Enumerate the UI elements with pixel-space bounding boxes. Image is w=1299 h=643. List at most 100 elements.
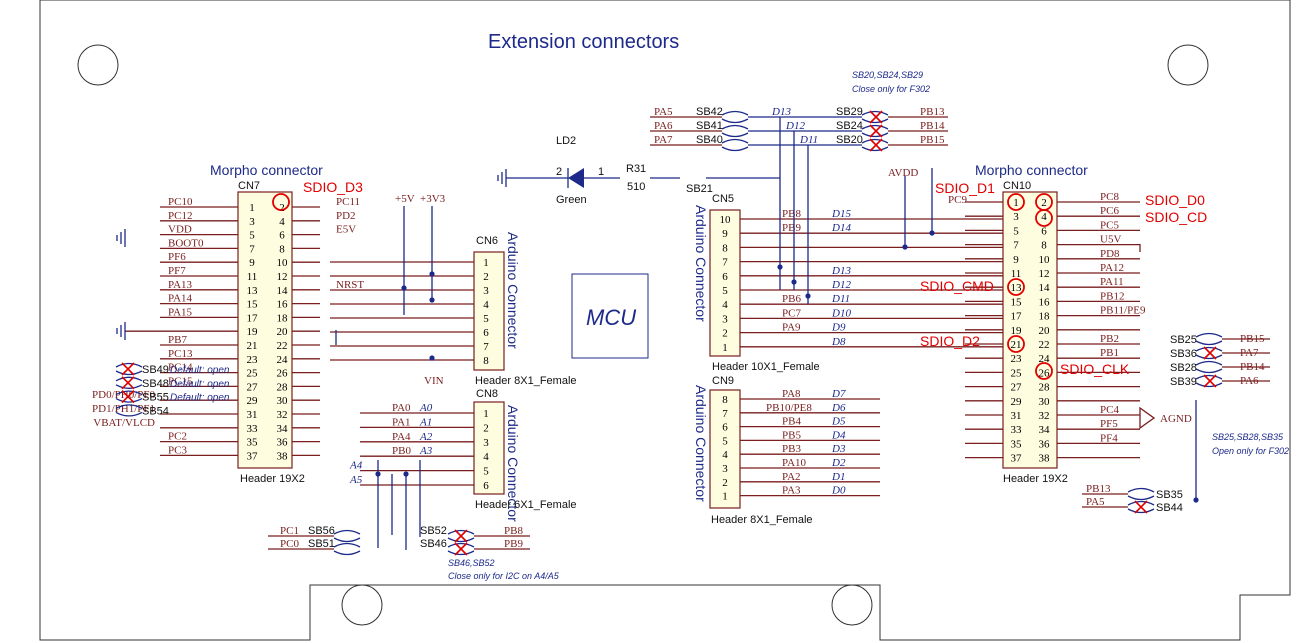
cn6-pin-number: 2: [483, 271, 489, 283]
cn10-pin-number: 5: [1013, 225, 1019, 237]
cn9-signal-label: D2: [831, 457, 846, 469]
avdd-label: AVDD: [888, 167, 918, 179]
open-bridge-cross-icon: [121, 376, 135, 390]
cn5-body: [709, 209, 741, 357]
cn10-net-label: PD8: [1100, 248, 1120, 260]
cn8-body: [473, 401, 505, 495]
sdio-clk-label: SDIO_CLK: [1060, 361, 1130, 377]
cn8-bottom-sb: SB56: [308, 525, 335, 537]
cn7-net-label: BOOT0: [168, 237, 204, 249]
cn7-pin-number: 1: [249, 202, 255, 214]
cn5-net-label: PB6: [782, 293, 801, 305]
cn5-title: Arduino Connector: [693, 205, 709, 322]
led-ref: LD2: [556, 135, 576, 147]
cn10-pin-number: 10: [1039, 254, 1051, 266]
cn7-footer: Header 19X2: [240, 473, 305, 485]
cn5-pin-number: 10: [720, 214, 732, 226]
cn9-pin-number: 5: [722, 435, 728, 447]
cn10-pin-number: 1: [1013, 197, 1019, 209]
cn10-net-label: PF5: [1100, 418, 1118, 430]
solder-bridge-icon: [861, 124, 889, 130]
cn5-net-label: PB8: [782, 208, 801, 220]
cn8-signal-label: A3: [419, 445, 433, 457]
mcu-box: [571, 273, 649, 359]
cn7-pin-number: 9: [249, 257, 255, 269]
junction-dot: [375, 471, 381, 477]
cn10-pin-number: 24: [1039, 353, 1051, 365]
cn10-pin-number: 11: [1011, 268, 1022, 280]
cn9-net-label: PB10/PE8: [766, 402, 812, 414]
cn10-pin-number: 13: [1011, 282, 1023, 294]
cn7-bridge-note: Default: open: [170, 379, 230, 390]
cn10-pin-number: 25: [1011, 367, 1023, 379]
cn10-pin-number: 29: [1011, 396, 1023, 408]
cn10-pin-number: 6: [1041, 225, 1047, 237]
cn6-pin-number: 1: [483, 257, 489, 269]
cn10-pin-number: 14: [1039, 282, 1051, 294]
cn6-body: [473, 251, 505, 371]
cn7-net-label: PA13: [168, 279, 193, 291]
cn10-pin-number: 4: [1041, 211, 1047, 223]
mounting-hole: [341, 584, 383, 626]
sdio-d2-label: SDIO_D2: [920, 333, 980, 349]
cn6-pin-number: 5: [483, 313, 489, 325]
cn7-pin-number: 21: [247, 340, 258, 352]
cn5-signal-label: D14: [831, 222, 851, 234]
cn7-bridge-label: SB49: [142, 364, 169, 376]
open-bridge-cross-icon: [121, 362, 135, 376]
cn10-pin-number: 16: [1039, 296, 1051, 308]
cn9-pin-number: 6: [722, 422, 728, 434]
junction-dot: [429, 297, 435, 303]
cn9-pin-number: 4: [722, 449, 728, 461]
cn7-net-label: PD0/PH0/PF0: [92, 389, 155, 401]
cn8-signal-label: A0: [419, 402, 433, 414]
cn7-net-label: PF6: [168, 251, 186, 263]
junction-dot: [403, 471, 409, 477]
sdio-cmd-label: SDIO_CMD: [920, 278, 994, 294]
cn7-pin-number: 33: [247, 423, 259, 435]
cn9-net-label: PA10: [782, 457, 807, 469]
cn5-pin-number: 6: [722, 271, 728, 283]
cn10-net-label: PB2: [1100, 333, 1119, 345]
cn9-signal-label: D7: [831, 388, 846, 400]
cn10-pin-number: 3: [1013, 211, 1019, 223]
top-note-1: SB20,SB24,SB29: [852, 70, 923, 80]
cn8-signal-label: A5: [349, 474, 363, 486]
solder-bridge-icon: [115, 376, 143, 382]
cn10-net-label: PC5: [1100, 219, 1119, 231]
cn10-pin-number: 30: [1039, 396, 1051, 408]
cn8-bottom-sb: SB52: [420, 525, 447, 537]
br-bridge-net: PB13: [1086, 483, 1111, 495]
cn5-pin-number: 8: [722, 242, 728, 254]
cn7-pin-number: 20: [277, 326, 289, 338]
cn8-note-2: Close only for I2C on A4/A5: [448, 571, 560, 581]
cn7-pin-number: 28: [277, 381, 289, 393]
cn7-pin-number: 10: [277, 257, 289, 269]
cn7-pin-number: 26: [277, 368, 289, 380]
cn8-note-1: SB46,SB52: [448, 558, 495, 568]
junction-dot: [1193, 497, 1199, 503]
cn7-net-label: PC13: [168, 348, 193, 360]
resistor-ref: R31: [626, 163, 646, 175]
cn9-pin-number: 1: [722, 491, 728, 503]
top-bridge-sb: SB29: [836, 106, 863, 118]
cn8-signal-label: A2: [419, 431, 433, 443]
cn10-heading: Morpho connector: [975, 162, 1088, 178]
cn9-net-label: PA2: [782, 471, 801, 483]
cn5-pin-number: 1: [722, 342, 728, 354]
highlight-circle: [1035, 209, 1053, 227]
cn7-net-label: PF7: [168, 265, 186, 277]
top-bridge-signal: D11: [799, 134, 818, 146]
cn10-pin-number: 35: [1011, 438, 1023, 450]
cn10-bridge-label: SB39: [1170, 376, 1197, 388]
cn7-bridge-label: SB55: [142, 392, 169, 404]
br-bridge-net: PA5: [1086, 496, 1105, 508]
cn6-pin-number: 8: [483, 355, 489, 367]
cn7-bridge-label: SB48: [142, 378, 169, 390]
